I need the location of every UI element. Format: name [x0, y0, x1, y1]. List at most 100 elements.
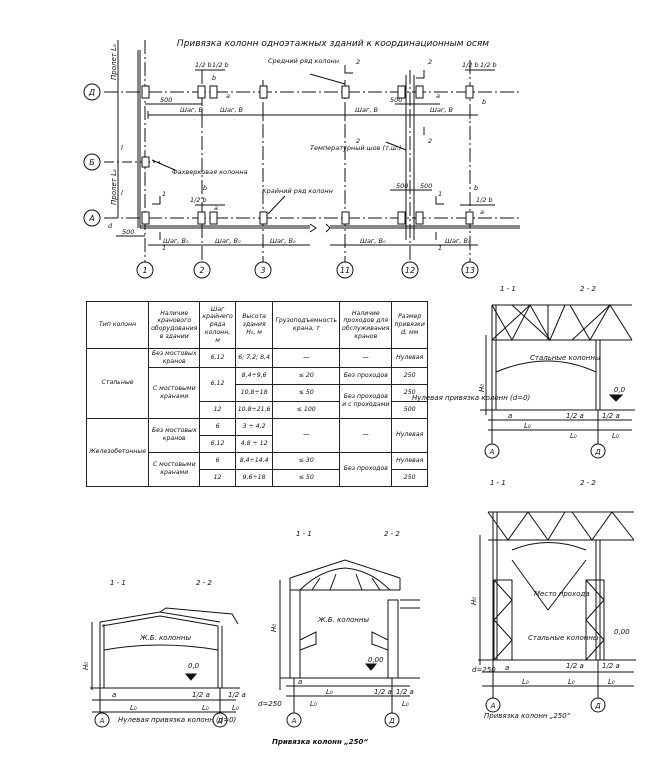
edge-step-label-1: Шаг, B₀ — [163, 237, 189, 245]
half-b-4: 1/2 b — [480, 61, 497, 69]
sec-2-mark-4: 2 — [428, 137, 432, 145]
rc-section-250 — [279, 559, 420, 714]
span-label-bottom: Пролет Lₐ — [110, 169, 118, 205]
axis-label-a: А — [88, 214, 94, 223]
cell-load: ≤ 50 — [272, 383, 341, 402]
axis-label-12: 12 — [405, 266, 415, 275]
table-row: 12 9,6÷18 ≤ 50 250 — [87, 468, 428, 487]
sec3-h0: H₀ — [82, 662, 90, 670]
cell-dim: 250 — [391, 383, 428, 402]
cell-step: 6 — [199, 451, 236, 470]
dim-500-3: 500 — [396, 182, 408, 190]
half-b-6: 1/2 b — [476, 196, 493, 204]
header-passage: Наличие проходов для обслуживания кранов — [339, 301, 393, 349]
step-label-3: Шаг, B — [355, 106, 378, 114]
sec2-h0: H₀ — [470, 597, 478, 605]
l-label-1: l — [121, 144, 123, 152]
dim-500-4: 500 — [420, 182, 432, 190]
sec2-l0-2: L₀ — [568, 678, 575, 686]
cell-load: ≤ 100 — [272, 400, 341, 419]
sec3-title-22: 2 - 2 — [196, 579, 212, 587]
sec3-zero-bind: Нулевая привязка колонн (d=0) — [118, 716, 237, 724]
cell-passage: — — [339, 417, 393, 453]
cell-load: ≤ 30 — [272, 451, 341, 470]
sec4-a: a — [298, 678, 302, 686]
sec4-l0-2: L₀ — [310, 700, 317, 708]
half-b-2: 1/2 b — [212, 61, 229, 69]
a-label-3: a — [214, 204, 218, 212]
a-label-1: a — [226, 92, 230, 100]
sec4-rc-label: Ж.Б. колонны — [317, 616, 369, 624]
sec3-a: a — [112, 691, 116, 699]
sec1-half-a-1: 1/2 a — [566, 412, 584, 420]
sec4-axis-a: А — [291, 717, 297, 725]
sec4-title-11: 1 - 1 — [296, 530, 312, 538]
header-step: Шаг крайнего ряда колонн, м — [199, 301, 236, 349]
header-height: Высота здания H₀, м — [234, 301, 274, 349]
b-label-3: b — [203, 184, 207, 192]
sec4-bind-250: Привязка колонн „250“ — [272, 738, 368, 746]
step-label-4: Шаг, B — [430, 106, 453, 114]
sec2-passage: Место прохода — [534, 590, 590, 598]
sec2-title-11: 1 - 1 — [490, 479, 506, 487]
header-load: Грузоподъемность крана, т — [272, 301, 341, 349]
cell-dim: Нулевая — [391, 451, 428, 470]
table-row: Железобетонные Без мостовых кранов 6 3 ÷… — [85, 417, 428, 487]
sec3-l0-2: L₀ — [202, 704, 209, 712]
cell-dim: Нулевая — [391, 348, 428, 368]
axis-label-1: 1 — [142, 266, 147, 275]
sec3-title-11: 1 - 1 — [110, 579, 126, 587]
axis-label-11: 11 — [340, 266, 350, 275]
sec1-zero-bind: Нулевая привязка колонн (d=0) — [412, 394, 531, 402]
sec3-rc-label: Ж.Б. колонны — [139, 634, 191, 642]
axis-label-13: 13 — [465, 266, 475, 275]
edge-step-label-5: Шаг, B₀ — [445, 237, 471, 245]
sec1-steel-label: Стальные колонны — [530, 354, 601, 362]
sec3-half-a-1: 1/2 a — [192, 691, 210, 699]
edge-step-label-4: Шаг, B₀ — [360, 237, 386, 245]
rc-section-zero — [90, 607, 240, 715]
b-label-2: b — [482, 98, 486, 106]
cell-passage: Без проходов — [339, 366, 393, 385]
cell-dim: 500 — [391, 400, 428, 419]
half-b-5: 1/2 b — [190, 196, 207, 204]
cell-step: 12 — [199, 400, 236, 419]
sec-1-mark-4: 1 — [438, 244, 442, 252]
sec4-level: 0,00 — [368, 656, 384, 664]
column-binding-plan: Д Б А 1 2 3 11 12 13 Привязка колонн одн… — [83, 39, 520, 279]
cell-step: 12 — [199, 468, 236, 487]
cell-load: — — [272, 348, 341, 368]
cell-height: 8,4÷9,6 — [234, 366, 274, 385]
dim-500-5: 500 — [122, 228, 134, 236]
cell-height: 10,8÷18 — [234, 383, 274, 402]
header-binding: Размер привязки d, мм — [391, 301, 428, 349]
steel-section-250 — [478, 511, 636, 700]
edge-row-label: Крайний ряд колонн — [262, 187, 333, 195]
header-crane-equipment: Наличие кранового оборудования в здании — [148, 301, 201, 349]
sec4-title-22: 2 - 2 — [384, 530, 400, 538]
sec4-l0-3: L₀ — [402, 700, 409, 708]
sec2-axis-d: Д — [594, 702, 601, 710]
b-label-1: b — [212, 74, 216, 82]
a-label-4: a — [480, 208, 484, 216]
header-column-type: Тип колонн — [85, 301, 150, 349]
table-row: С мостовыми кранами 6,12 8,4÷9,6 ≤ 20 Бе… — [87, 366, 428, 419]
joint-label: Температурный шов (т.ш.) — [310, 144, 401, 152]
cell-step: 6,12 — [199, 434, 236, 453]
cell-height: 8,4÷14,4 — [234, 451, 274, 470]
sec-2-mark-2: 2 — [428, 58, 432, 66]
sec2-l0-3: L₀ — [608, 678, 615, 686]
cell-type-steel: Стальные — [85, 348, 150, 419]
cell-crane: С мостовыми кранами — [148, 451, 201, 487]
sec2-level: 0,00 — [614, 628, 630, 636]
sec2-axis-a: А — [490, 702, 496, 710]
sec1-half-a-2: 1/2 a — [602, 412, 620, 420]
cell-step: 6 — [199, 417, 236, 436]
cell-crane: С мостовыми кранами — [148, 366, 201, 419]
sec3-half-a-2: 1/2 a — [228, 691, 246, 699]
dim-500-2: 500 — [390, 96, 402, 104]
sec1-axis-d: Д — [594, 448, 601, 456]
sec3-l0-1: L₀ — [130, 704, 137, 712]
sec4-half-a-2: 1/2 a — [396, 688, 414, 696]
sec2-d250: d=250 — [472, 666, 496, 674]
